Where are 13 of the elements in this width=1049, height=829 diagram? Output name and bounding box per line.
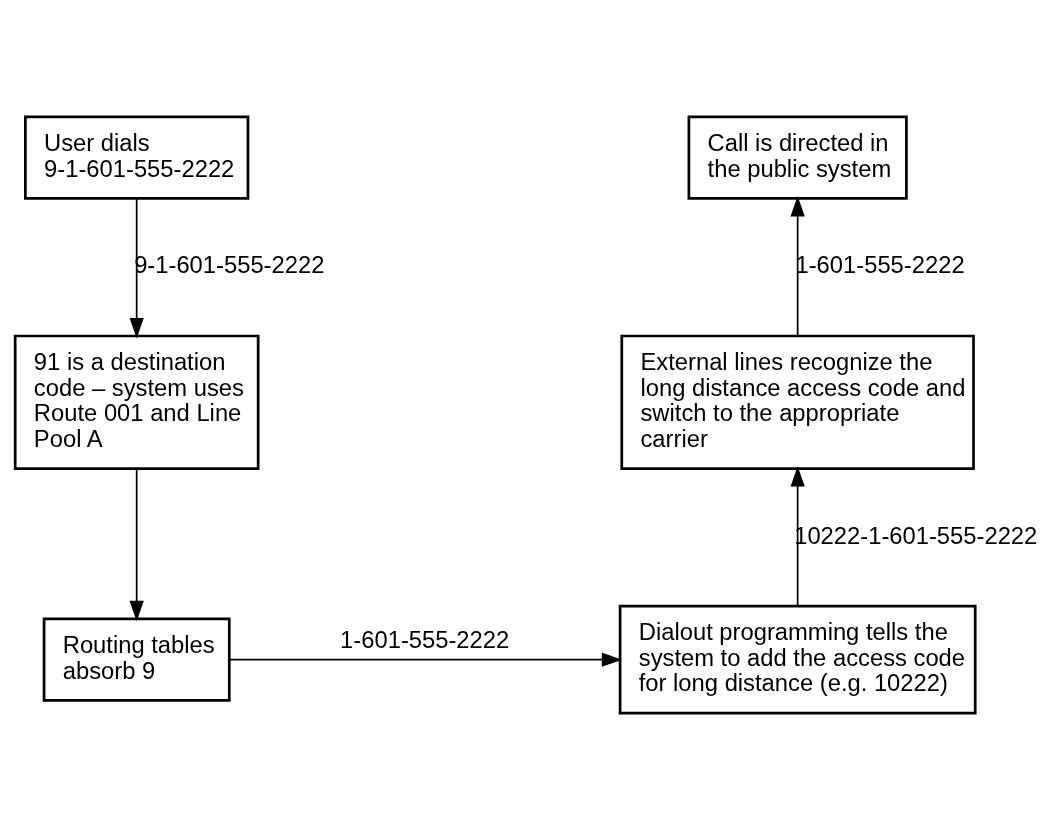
node-box: Dialout programming tells the system to add the access code for long distance (e.g. 10222) — [618, 604, 977, 715]
edge-label: 1-601-555-2222 — [340, 625, 510, 653]
arrow — [790, 465, 805, 607]
node-box: 91 is a destination code – system uses Route 001 and Line Pool A — [13, 334, 260, 470]
edge-label: 1-601-555-2222 — [795, 250, 965, 278]
node-box: Routing tables absorb 9 — [42, 617, 231, 702]
edge-label: 9-1-601-555-2222 — [44, 154, 235, 182]
node-box: External lines recognize the long distance access code and switch to the appropriate carrier — [620, 334, 975, 470]
node-box: Call is directed in the public system — [687, 114, 908, 200]
arrow — [129, 197, 144, 338]
arrow — [129, 467, 144, 621]
arrow — [229, 652, 623, 667]
arrow — [790, 195, 805, 337]
